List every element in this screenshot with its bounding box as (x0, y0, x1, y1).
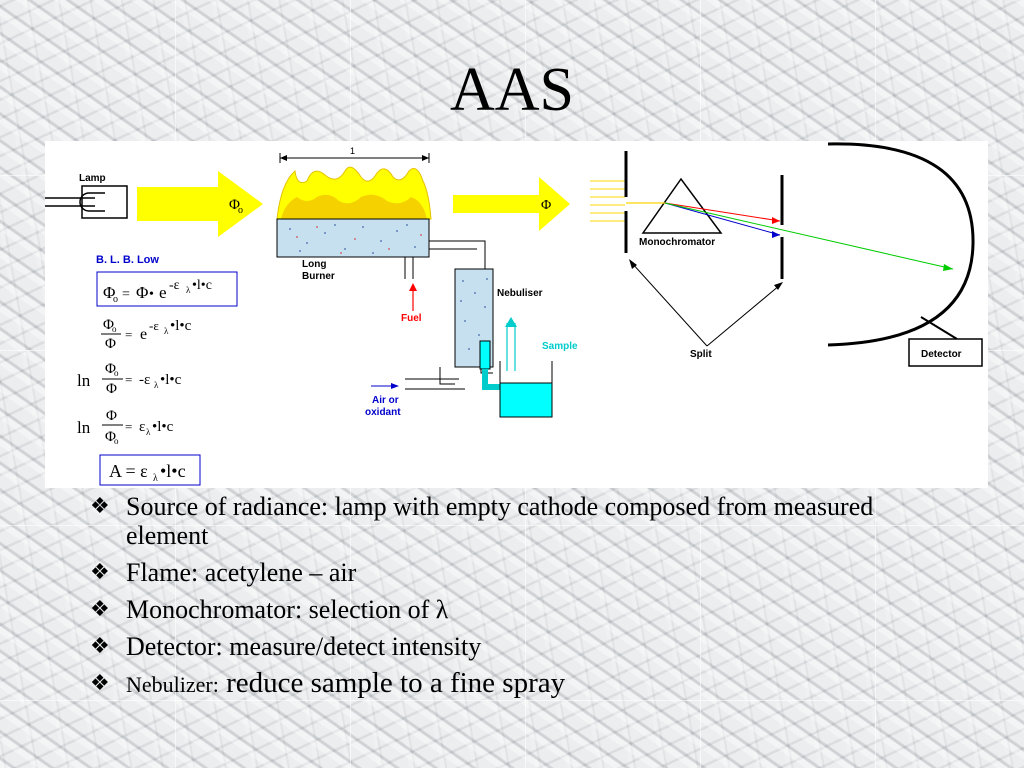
four-diamond-bullet-icon: ❖ (90, 494, 110, 519)
svg-text:Φ: Φ (106, 408, 117, 424)
phi0-subscript: o (238, 205, 243, 216)
split-label: Split (690, 349, 712, 360)
detector-box (908, 338, 983, 367)
svg-text:•l•c: •l•c (160, 461, 186, 481)
four-diamond-bullet-icon: ❖ (90, 671, 110, 696)
bullet-text-lead: Nebulizer: (126, 672, 219, 697)
svg-text:Φ: Φ (103, 317, 114, 333)
svg-text:Φ: Φ (136, 283, 148, 302)
lamp-label: Lamp (79, 173, 106, 184)
phi-symbol: Φ (541, 198, 551, 213)
svg-text:Φ: Φ (103, 283, 115, 302)
svg-text:λ: λ (154, 380, 159, 390)
svg-text:=: = (125, 419, 132, 434)
fuel-label: Fuel (401, 313, 422, 324)
four-diamond-bullet-icon: ❖ (90, 597, 110, 622)
svg-text:e: e (159, 283, 167, 302)
svg-text:=: = (122, 287, 130, 302)
svg-text:=: = (125, 327, 132, 342)
long-burner-label-2: Burner (302, 271, 335, 282)
svg-text:o: o (114, 368, 119, 378)
svg-text:ln: ln (77, 418, 91, 437)
background-seam (0, 700, 1024, 701)
beam-arrow-1 (137, 171, 263, 237)
aas-diagram: Lamp Φ o 1 Long Burner (45, 141, 988, 488)
bullet-item: ❖ Detector: measure/detect intensity (88, 632, 948, 661)
svg-text:λ: λ (164, 326, 169, 336)
four-diamond-bullet-icon: ❖ (90, 560, 110, 585)
air-label-2: oxidant (365, 407, 401, 418)
equation-final: A = ε λ •l•c (109, 461, 186, 484)
bullet-item: ❖ Monochromator: selection of λ (88, 595, 948, 624)
width-marker-label: 1 (350, 146, 355, 156)
svg-text:Φ: Φ (105, 429, 116, 445)
bullet-text: Monochromator: selection of λ (126, 595, 449, 624)
svg-text:λ: λ (186, 285, 191, 295)
svg-text:Φ: Φ (106, 381, 117, 397)
equation-4: ln Φ Φo = ε λ•l•c (77, 408, 174, 446)
svg-text:-ε: -ε (169, 278, 180, 293)
burner-width-marker (279, 153, 430, 163)
long-burner-label-1: Long (302, 259, 326, 270)
svg-text:o: o (114, 436, 119, 446)
equation-2: Φo Φ = e -ε λ •l•c (101, 317, 192, 352)
svg-text:•l•c: •l•c (170, 318, 192, 334)
svg-text:ln: ln (77, 371, 91, 390)
long-burner (276, 218, 430, 258)
bullet-item: ❖ Source of radiance: lamp with empty ca… (88, 492, 948, 550)
equation-1: Φo = Φ • e -ε λ •l•c (103, 278, 212, 305)
svg-text:•l•c: •l•c (192, 278, 212, 293)
blb-law-label: B. L. B. Low (96, 254, 159, 266)
bullet-item: ❖ Nebulizer: reduce sample to a fine spr… (88, 669, 948, 699)
equation-3: ln Φo Φ = -ε λ•l•c (77, 361, 182, 397)
bullet-text: Source of radiance: lamp with empty cath… (126, 492, 874, 550)
svg-text:ε: ε (139, 419, 145, 435)
svg-text:o: o (113, 294, 118, 305)
svg-text:o: o (112, 324, 117, 334)
beam-arrow-2 (453, 177, 570, 231)
bullet-list: ❖ Source of radiance: lamp with empty ca… (88, 492, 948, 707)
svg-text:-ε: -ε (149, 318, 159, 333)
air-label-1: Air or (372, 395, 399, 406)
lamp-icon (45, 185, 128, 219)
bullet-item: ❖ Flame: acetylene – air (88, 558, 948, 587)
detector-mirror (827, 142, 975, 347)
svg-text:•l•c: •l•c (160, 372, 182, 388)
svg-text:•l•c: •l•c (152, 419, 174, 435)
svg-text:λ: λ (146, 427, 151, 437)
svg-text:λ: λ (153, 473, 158, 484)
bullet-text: Detector: measure/detect intensity (126, 632, 482, 661)
background-seam (0, 525, 1024, 526)
sample-beaker (499, 382, 553, 418)
monochromator-label: Monochromator (639, 237, 715, 248)
svg-text:A = ε: A = ε (109, 461, 148, 481)
nebuliser-label: Nebuliser (497, 288, 543, 299)
bullet-text-rest: reduce sample to a fine spray (218, 667, 566, 699)
four-diamond-bullet-icon: ❖ (90, 634, 110, 659)
svg-text:e: e (140, 326, 147, 343)
svg-text:=: = (125, 372, 132, 387)
sample-label: Sample (542, 341, 578, 352)
svg-text:Φ: Φ (105, 336, 116, 352)
svg-text:•: • (149, 287, 154, 302)
bullet-text: Flame: acetylene – air (126, 558, 357, 587)
slide-title: AAS (449, 56, 575, 124)
detector-label: Detector (921, 349, 962, 360)
svg-text:-ε: -ε (139, 372, 150, 388)
svg-text:Φ: Φ (105, 361, 116, 377)
phi0-symbol: Φ (229, 197, 240, 213)
